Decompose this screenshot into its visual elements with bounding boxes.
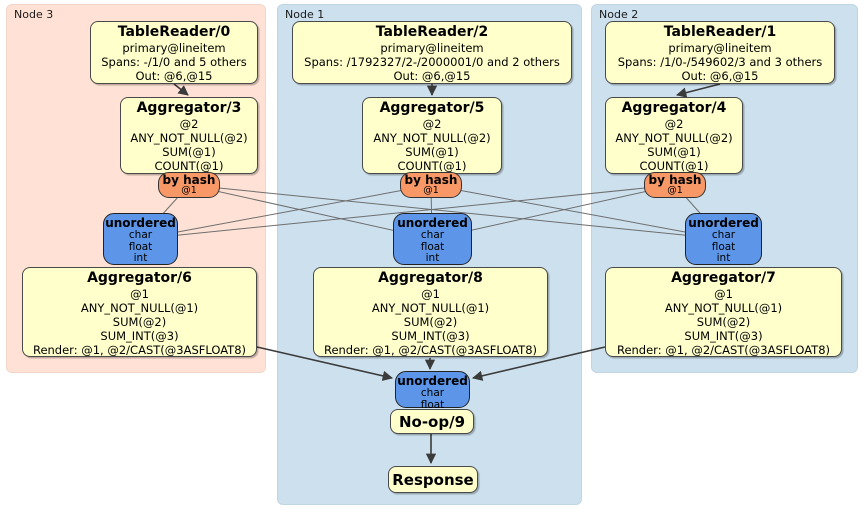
processor-aggregator-8: Aggregator/8 @1 ANY_NOT_NULL(@1) SUM(@2)… <box>313 267 548 357</box>
router-by-hash-node2: by hash @1 <box>644 172 706 198</box>
sync-type: float <box>420 398 445 411</box>
processor-tablereader-2: TableReader/2 primary@lineitem Spans: /1… <box>292 21 572 84</box>
processor-title: TableReader/1 <box>663 24 777 40</box>
processor-title: Aggregator/6 <box>87 270 192 286</box>
processor-aggregator-4: Aggregator/4 @2 ANY_NOT_NULL(@2) SUM(@1)… <box>605 97 743 174</box>
sync-title: unordered <box>105 216 176 230</box>
sync-type: int <box>425 252 440 264</box>
processor-tablereader-0: TableReader/0 primary@lineitem Spans: -/… <box>90 21 258 84</box>
processor-out: Out: @6,@15 <box>393 69 471 83</box>
processor-tablereader-1: TableReader/1 primary@lineitem Spans: /1… <box>605 21 835 84</box>
sync-unordered-node1: unordered char float int <box>393 213 472 265</box>
processor-aggregator-5: Aggregator/5 @2 ANY_NOT_NULL(@2) SUM(@1)… <box>362 97 502 174</box>
agg-render: Render: @1, @2/CAST(@3ASFLOAT8) <box>32 343 247 357</box>
router-title: by hash <box>162 173 216 187</box>
node-group-label: Node 2 <box>599 8 639 21</box>
sync-title: unordered <box>397 374 468 388</box>
sync-title: unordered <box>688 216 759 230</box>
agg-func: SUM(@2) <box>696 315 751 329</box>
agg-group-col: @2 <box>664 117 684 131</box>
node-group-label: Node 3 <box>14 8 54 21</box>
router-by-hash-node3: by hash @1 <box>158 172 220 198</box>
agg-func: ANY_NOT_NULL(@1) <box>371 301 490 315</box>
processor-title: Aggregator/7 <box>671 270 776 286</box>
sync-title: unordered <box>397 216 468 230</box>
processor-out: Out: @6,@15 <box>135 69 213 83</box>
router-by-hash-node1: by hash @1 <box>400 172 462 198</box>
agg-func: SUM(@1) <box>405 145 459 159</box>
processor-title: TableReader/0 <box>117 24 231 40</box>
router-title: by hash <box>404 173 458 187</box>
agg-func: SUM_INT(@3) <box>684 329 763 343</box>
processor-title: TableReader/2 <box>375 24 489 40</box>
processor-title: Aggregator/4 <box>621 100 727 116</box>
sync-type: float <box>128 240 153 253</box>
agg-group-col: @1 <box>714 287 733 301</box>
agg-func: SUM_INT(@3) <box>391 329 470 343</box>
processor-spans: Spans: /1/0-/549602/3 and 3 others <box>617 55 823 69</box>
agg-group-col: @2 <box>179 117 199 131</box>
router-detail: @1 <box>181 185 197 196</box>
sync-type: float <box>711 240 736 253</box>
processor-index: primary@lineitem <box>668 41 772 55</box>
processor-title: Aggregator/3 <box>136 100 242 116</box>
sync-unordered-node2: unordered char float int <box>685 213 762 265</box>
sync-unordered-final: unordered char float <box>395 371 470 410</box>
sync-type: char <box>420 387 445 399</box>
agg-func: SUM(@1) <box>162 145 216 159</box>
processor-aggregator-6: Aggregator/6 @1 ANY_NOT_NULL(@1) SUM(@2)… <box>22 267 257 357</box>
processor-index: primary@lineitem <box>122 41 226 55</box>
agg-group-col: @1 <box>421 287 440 301</box>
router-detail: @1 <box>667 185 683 196</box>
processor-title: Aggregator/8 <box>378 270 483 286</box>
sync-type: char <box>128 229 153 241</box>
processor-out: Out: @6,@15 <box>681 69 759 83</box>
node-group-label: Node 1 <box>285 8 325 21</box>
sync-type: int <box>133 252 148 264</box>
sync-unordered-node3: unordered char float int <box>103 213 178 265</box>
agg-func: ANY_NOT_NULL(@2) <box>373 131 491 145</box>
agg-func: SUM(@1) <box>647 145 701 159</box>
response-title: Response <box>392 470 474 489</box>
agg-func: COUNT(@1) <box>154 159 224 173</box>
agg-func: ANY_NOT_NULL(@1) <box>664 301 783 315</box>
processor-aggregator-7: Aggregator/7 @1 ANY_NOT_NULL(@1) SUM(@2)… <box>605 267 842 357</box>
processor-title: Aggregator/5 <box>379 100 485 116</box>
agg-func: ANY_NOT_NULL(@2) <box>130 131 248 145</box>
processor-spans: Spans: /1792327/2-/2000001/0 and 2 other… <box>304 55 560 69</box>
agg-group-col: @1 <box>130 287 149 301</box>
processor-noop-9: No-op/9 <box>390 409 474 434</box>
agg-render: Render: @1, @2/CAST(@3ASFLOAT8) <box>616 343 831 357</box>
sync-type: char <box>420 229 445 241</box>
agg-func: SUM(@2) <box>112 315 167 329</box>
agg-func: SUM_INT(@3) <box>100 329 179 343</box>
processor-spans: Spans: -/1/0 and 5 others <box>101 55 247 69</box>
agg-render: Render: @1, @2/CAST(@3ASFLOAT8) <box>323 343 538 357</box>
agg-func: SUM(@2) <box>403 315 458 329</box>
processor-title: No-op/9 <box>398 412 466 431</box>
agg-func: ANY_NOT_NULL(@1) <box>80 301 199 315</box>
processor-aggregator-3: Aggregator/3 @2 ANY_NOT_NULL(@2) SUM(@1)… <box>120 97 258 174</box>
router-detail: @1 <box>423 185 439 196</box>
agg-func: ANY_NOT_NULL(@2) <box>615 131 733 145</box>
sync-type: float <box>420 240 445 253</box>
sync-type: int <box>716 252 731 264</box>
router-title: by hash <box>648 173 702 187</box>
sync-type: char <box>711 229 736 241</box>
agg-group-col: @2 <box>422 117 442 131</box>
response-box: Response <box>388 466 478 493</box>
agg-func: COUNT(@1) <box>397 159 467 173</box>
agg-func: COUNT(@1) <box>639 159 709 173</box>
processor-index: primary@lineitem <box>380 41 484 55</box>
